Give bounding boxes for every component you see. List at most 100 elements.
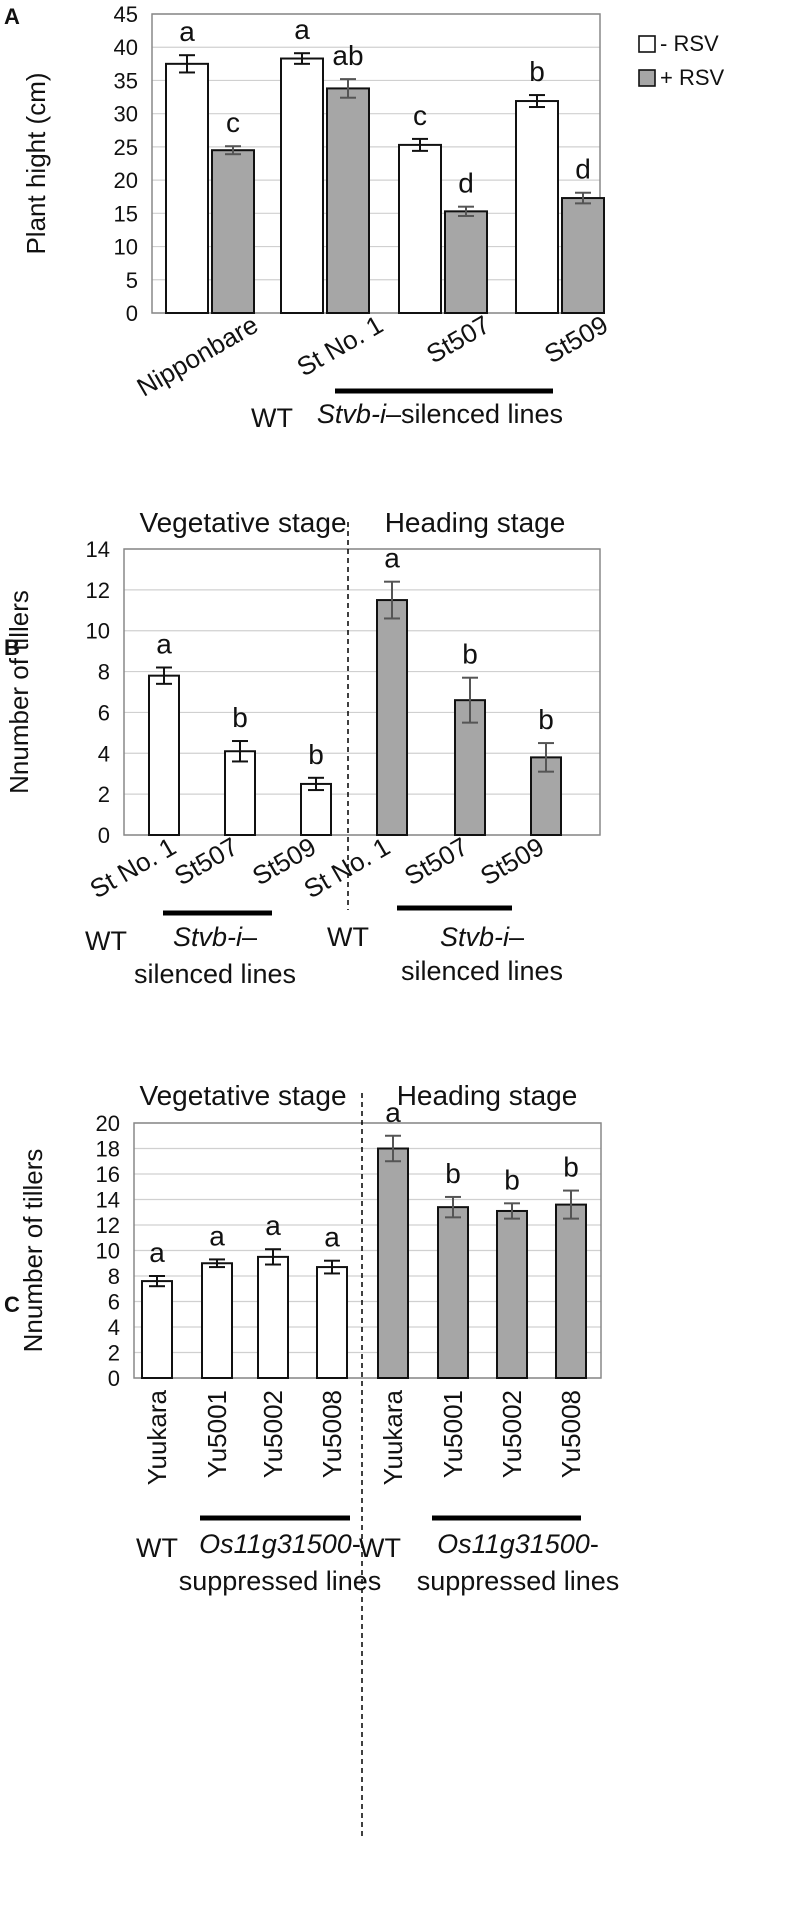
b-ytick-label: 6 — [98, 700, 110, 725]
a-ytick-label: 45 — [114, 2, 138, 27]
c-group-label-suppressed-2: suppressed lines — [179, 1566, 382, 1596]
c-category-label: Yuukara — [142, 1389, 172, 1485]
a-bar — [280, 57, 324, 314]
c-significance-label: a — [149, 1237, 165, 1268]
c-y-axis-label: Nnumber of tillers — [18, 1149, 48, 1353]
c-bar — [496, 1209, 528, 1379]
b-significance-label: b — [538, 704, 554, 735]
b-significance-label: b — [308, 739, 324, 770]
b-ytick-label: 14 — [86, 537, 110, 562]
b-group-label-wt: WT — [327, 922, 369, 952]
c-ytick-label: 14 — [96, 1188, 120, 1213]
a-significance-label: a — [179, 16, 195, 47]
c-category-label: Yu5008 — [317, 1390, 347, 1478]
a-ytick-label: 20 — [114, 168, 138, 193]
b-y-axis-label: Nnumber of tillers — [4, 590, 34, 794]
b-stage-label: Heading stage — [385, 507, 566, 538]
a-legend-label: - RSV — [660, 31, 719, 56]
panel-letter-b: B — [4, 635, 20, 660]
a-significance-label: a — [294, 14, 310, 45]
b-ytick-label: 10 — [86, 619, 110, 644]
b-bar — [376, 599, 408, 836]
a-bar — [165, 62, 209, 315]
c-category-label: Yu5001 — [202, 1390, 232, 1478]
c-bar — [141, 1280, 173, 1379]
a-ytick-label: 40 — [114, 35, 138, 60]
a-bar — [444, 210, 488, 314]
a-bar — [561, 197, 605, 315]
c-ytick-label: 12 — [96, 1213, 120, 1238]
a-ytick-label: 10 — [114, 235, 138, 260]
c-group-label-wt: WT — [136, 1533, 178, 1563]
c-ytick-label: 20 — [96, 1111, 120, 1136]
c-significance-label: a — [209, 1220, 225, 1251]
a-y-axis-label: Plant hight (cm) — [21, 72, 51, 254]
b-ytick-label: 2 — [98, 782, 110, 807]
b-significance-label: a — [384, 543, 400, 574]
c-bar — [257, 1255, 289, 1379]
b-bar — [148, 674, 180, 837]
a-significance-label: c — [226, 107, 240, 138]
c-significance-label: a — [324, 1222, 340, 1253]
a-ytick-label: 15 — [114, 201, 138, 226]
a-significance-label: ab — [332, 40, 363, 71]
b-ytick-label: 12 — [86, 578, 110, 603]
b-significance-label: b — [232, 702, 248, 733]
c-group-label-wt: WT — [359, 1533, 401, 1563]
c-group-label-suppressed: Os11g31500- — [437, 1529, 599, 1559]
c-ytick-label: 4 — [108, 1315, 120, 1340]
c-category-label: Yu5008 — [556, 1390, 586, 1478]
c-bar — [377, 1147, 409, 1379]
b-group-label-silenced-2: silenced lines — [401, 956, 563, 986]
c-bar — [316, 1266, 348, 1379]
a-significance-label: d — [458, 168, 474, 199]
c-category-label: Yu5002 — [497, 1390, 527, 1478]
c-category-label: Yuukara — [378, 1389, 408, 1485]
a-legend-swatch — [638, 69, 656, 87]
a-bar — [398, 143, 442, 314]
b-group-label-silenced: Stvb-i– — [440, 922, 524, 952]
a-bar — [326, 87, 370, 315]
c-ytick-label: 0 — [108, 1366, 120, 1391]
c-group-label-suppressed: Os11g31500- — [199, 1529, 361, 1559]
b-bar — [300, 782, 332, 837]
b-ytick-label: 4 — [98, 741, 110, 766]
a-group-label-silenced: Stvb-i–silenced lines — [317, 399, 563, 429]
c-category-label: Yu5001 — [438, 1390, 468, 1478]
c-bar — [437, 1206, 469, 1380]
c-group-label-suppressed-2: suppressed lines — [417, 1566, 620, 1596]
b-ytick-label: 8 — [98, 660, 110, 685]
b-group-label-wt: WT — [85, 926, 127, 956]
c-significance-label: b — [563, 1152, 579, 1183]
b-group-label-silenced-2: silenced lines — [134, 959, 296, 989]
c-ytick-label: 2 — [108, 1341, 120, 1366]
b-significance-label: a — [156, 628, 172, 659]
a-category-label: Nipponbare — [132, 309, 263, 402]
a-group-label-wt: WT — [251, 403, 293, 433]
c-stage-label: Heading stage — [397, 1080, 578, 1111]
c-ytick-label: 16 — [96, 1162, 120, 1187]
c-ytick-label: 8 — [108, 1264, 120, 1289]
c-category-label: Yu5002 — [258, 1390, 288, 1478]
a-legend-label: + RSV — [660, 65, 725, 90]
a-ytick-label: 35 — [114, 68, 138, 93]
c-significance-label: a — [385, 1097, 401, 1128]
b-stage-label: Vegetative stage — [139, 507, 346, 538]
a-ytick-label: 5 — [126, 268, 138, 293]
b-plot-frame — [123, 548, 601, 836]
b-category-label: St507 — [399, 831, 473, 891]
panel-letter-a: A — [4, 4, 20, 29]
c-plot-frame — [133, 1122, 602, 1379]
c-significance-label: b — [445, 1158, 461, 1189]
b-category-label: St509 — [475, 831, 549, 891]
c-stage-label: Vegetative stage — [139, 1080, 346, 1111]
b-group-label-silenced: Stvb-i– — [173, 922, 257, 952]
c-ytick-label: 10 — [96, 1239, 120, 1264]
a-ytick-label: 30 — [114, 102, 138, 127]
panel-letter-c: C — [4, 1292, 20, 1317]
c-significance-label: a — [265, 1210, 281, 1241]
a-category-label: St509 — [539, 309, 613, 369]
